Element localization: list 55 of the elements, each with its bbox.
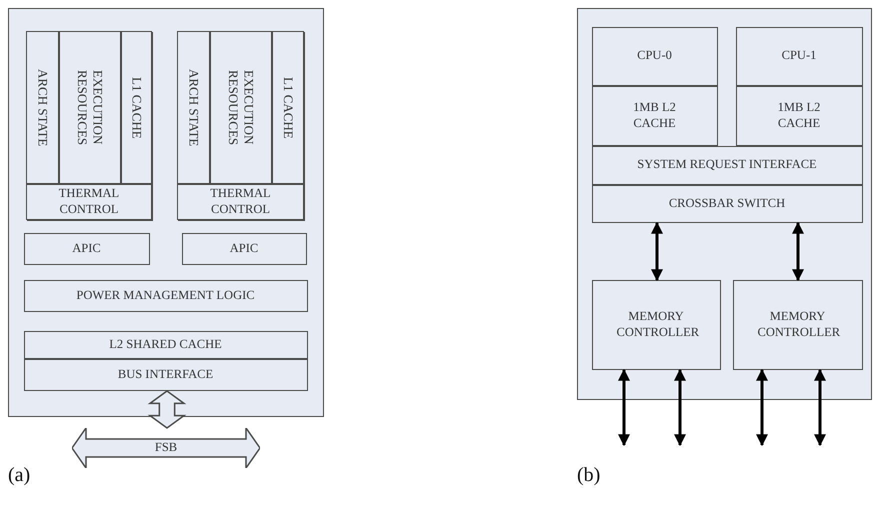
block-label: 1MB L2 CACHE <box>776 100 822 132</box>
function-block <box>24 280 308 312</box>
function-block <box>26 31 59 184</box>
function-block <box>26 184 152 220</box>
function-block <box>24 232 150 264</box>
double-arrow <box>674 368 686 446</box>
function-block <box>736 86 862 146</box>
block-label: POWER MANAGEMENT LOGIC <box>76 288 255 304</box>
block-label: EXECUTION RESOURCES <box>225 68 257 148</box>
function-block <box>592 146 862 184</box>
function-block <box>24 330 308 358</box>
processor-package-box <box>577 8 872 400</box>
double-arrow <box>756 368 768 446</box>
function-block <box>592 26 718 86</box>
block-label: EXECUTION RESOURCES <box>74 68 106 148</box>
function-block <box>592 184 862 222</box>
function-block <box>177 184 304 220</box>
function-block <box>121 31 152 184</box>
double-arrow <box>792 222 804 282</box>
bus-label: FSB <box>154 440 178 456</box>
function-block <box>732 280 862 370</box>
function-block <box>592 280 720 370</box>
block-label: ARCH STATE <box>34 68 50 146</box>
function-block <box>182 232 306 264</box>
function-block <box>177 31 210 184</box>
block-label: BUS INTERFACE <box>118 366 214 382</box>
block-label: ARCH STATE <box>186 68 202 146</box>
function-block <box>24 358 308 390</box>
block-label: L1 CACHE <box>128 76 144 138</box>
double-arrow <box>814 368 826 446</box>
block-label: CPU-0 <box>637 48 672 64</box>
core-box <box>26 32 152 220</box>
core-box <box>178 32 304 220</box>
function-block <box>272 31 304 184</box>
panel-label: (a) <box>8 464 30 487</box>
block-label: L1 CACHE <box>280 76 296 138</box>
processor-package-box <box>8 8 324 417</box>
block-label: THERMAL CONTROL <box>58 186 120 218</box>
block-label: MEMORY CONTROLLER <box>758 308 838 340</box>
function-block <box>592 86 718 146</box>
function-block <box>736 26 862 86</box>
block-label: 1MB L2 CACHE <box>632 100 677 132</box>
double-arrow <box>651 222 663 282</box>
function-block <box>210 31 272 184</box>
block-label: APIC <box>230 240 258 256</box>
block-label: CROSSBAR SWITCH <box>668 196 786 212</box>
block-label: CPU-1 <box>782 48 816 64</box>
double-arrow <box>618 368 630 446</box>
block-label: SYSTEM REQUEST INTERFACE <box>637 157 817 173</box>
block-label: L2 SHARED CACHE <box>109 336 222 352</box>
block-label: APIC <box>72 240 101 256</box>
panel-label: (b) <box>577 464 600 487</box>
function-block <box>59 31 121 184</box>
double-arrow <box>148 390 186 429</box>
block-label: THERMAL CONTROL <box>209 186 272 218</box>
